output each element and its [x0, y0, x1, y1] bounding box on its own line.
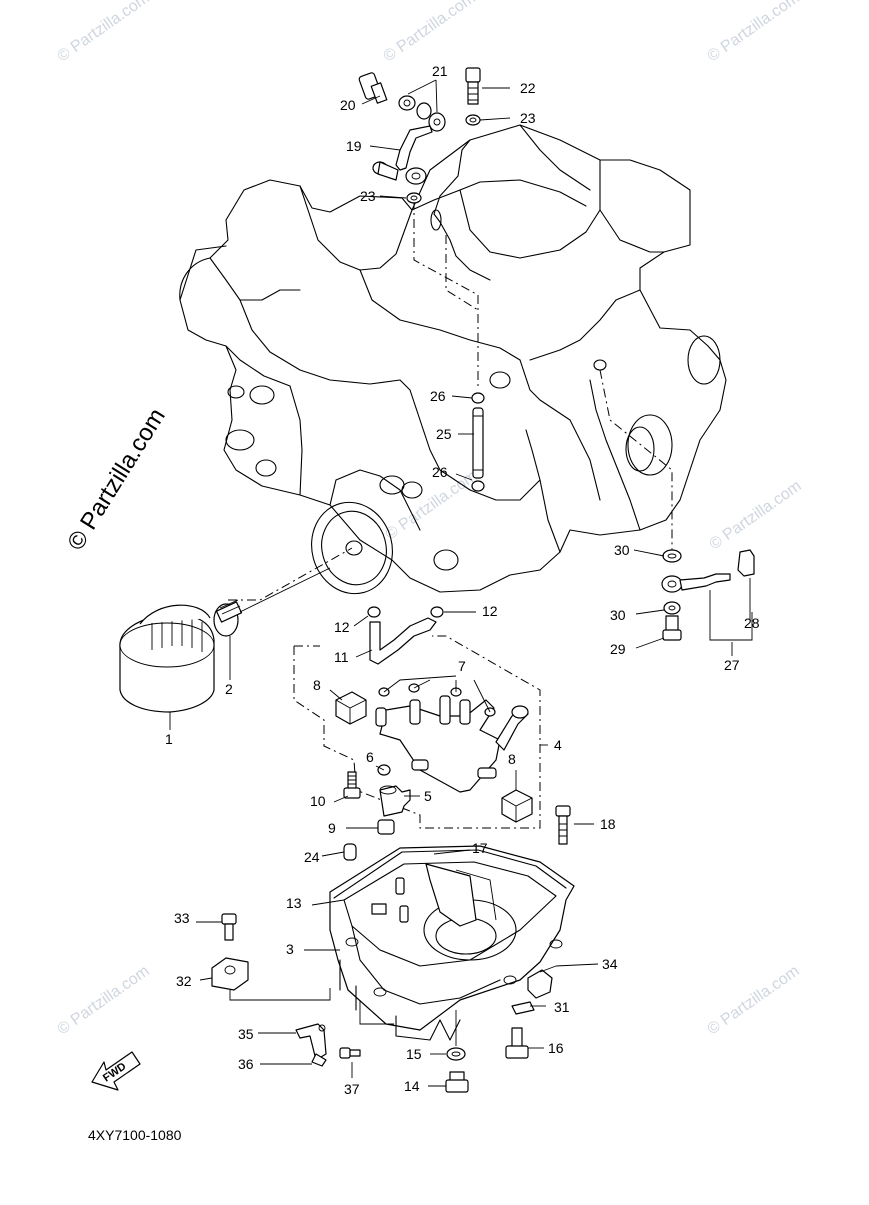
callout-8b: 8: [508, 751, 516, 767]
callout-37: 37: [344, 1081, 360, 1097]
diagram-code: 4XY7100-1080: [88, 1127, 182, 1143]
callout-15: 15: [406, 1046, 422, 1062]
bolt-10: [347, 771, 357, 791]
callout-9: 9: [328, 820, 336, 836]
pipe-5: [379, 785, 411, 817]
oil-pipe-11-group: [367, 606, 444, 665]
callout-25: 25: [436, 426, 452, 442]
o-ring-26b: [471, 480, 485, 492]
callout-16: 16: [548, 1040, 564, 1056]
callout-5: 5: [424, 788, 432, 804]
callout-17: 17: [472, 840, 488, 856]
watermark: © Partzilla.com: [707, 478, 805, 554]
callout-33: 33: [174, 910, 190, 926]
gasket-23b: [406, 192, 422, 204]
fwd-arrow: FWD: [91, 1051, 141, 1091]
gasket-30b: [663, 601, 681, 615]
callout-26b: 26: [432, 464, 448, 480]
callouts: 1 2 3 4 5 6 7 8 8 9 10 11 12 12 13 14 15…: [165, 63, 760, 1097]
watermark: © Partzilla.com: [381, 0, 479, 65]
assembly-leaders: [228, 200, 673, 601]
callout-29: 29: [610, 641, 626, 657]
callout-23b: 23: [360, 188, 376, 204]
watermark: © Partzilla.com: [55, 0, 153, 65]
oil-strainer-assembly-4: [293, 635, 548, 829]
callout-13: 13: [286, 895, 302, 911]
callout-21: 21: [432, 63, 448, 79]
oil-pipe-25-group: [471, 392, 485, 492]
callout-8a: 8: [313, 677, 321, 693]
callout-14: 14: [404, 1078, 420, 1094]
oil-pan-3: [329, 845, 575, 1041]
sender-group: [661, 549, 755, 641]
callout-30a: 30: [614, 542, 630, 558]
pipe-25: [472, 407, 484, 479]
callout-27: 27: [724, 657, 740, 673]
callout-6: 6: [366, 749, 374, 765]
copyright-label: © Partzilla.com: [62, 404, 171, 555]
bolt-16: [505, 1027, 529, 1059]
oil-pipe-11: [369, 617, 437, 665]
callout-1: 1: [165, 731, 173, 747]
callout-23a: 23: [520, 110, 536, 126]
callout-20: 20: [340, 97, 356, 113]
callout-10: 10: [310, 793, 326, 809]
engine-crankcase: [179, 124, 727, 595]
gasket-23a: [465, 114, 481, 126]
callout-32: 32: [176, 973, 192, 989]
callout-26a: 26: [430, 388, 446, 404]
drain-bolt-14: [445, 1071, 469, 1093]
callout-30b: 30: [610, 607, 626, 623]
gasket-15: [446, 1047, 466, 1061]
o-ring-12b: [430, 606, 444, 618]
callout-24: 24: [304, 849, 320, 865]
baffle-17: [425, 863, 477, 927]
cap-28: [737, 549, 755, 577]
gasket-21b: [416, 102, 432, 120]
bracket-35-36: [295, 1023, 327, 1067]
oil-pipe-19: [395, 125, 433, 171]
union-bolt-22: [465, 67, 481, 83]
bolt-33: [221, 913, 237, 941]
callout-3: 3: [286, 941, 294, 957]
grommet-9: [377, 819, 395, 835]
callout-22: 22: [520, 80, 536, 96]
callout-7: 7: [458, 658, 466, 674]
callout-34: 34: [602, 956, 618, 972]
bolt-18: [555, 805, 571, 845]
watermark: © Partzilla.com: [705, 963, 803, 1039]
callout-12b: 12: [482, 603, 498, 619]
damper-24: [343, 843, 357, 861]
gasket-30a: [662, 549, 682, 563]
screw-37: [339, 1047, 361, 1059]
bracket-31: [511, 1001, 535, 1015]
sensor-lead-27: [661, 575, 683, 593]
callout-11: 11: [334, 649, 349, 665]
callout-36: 36: [238, 1056, 254, 1072]
leader-lines: [169, 79, 751, 1087]
sensor-34: [527, 965, 557, 999]
callout-12a: 12: [334, 619, 350, 635]
oil-filter-group: [119, 567, 331, 713]
oil-delivery-pipe-group: [358, 67, 481, 204]
callout-28: 28: [744, 615, 760, 631]
callout-4: 4: [554, 737, 562, 753]
callout-19: 19: [346, 138, 362, 154]
watermark: © Partzilla.com: [55, 963, 153, 1039]
banjo-fitting: [428, 112, 446, 132]
gasket-21a: [398, 95, 416, 111]
o-ring-12a: [367, 606, 381, 618]
callout-18: 18: [600, 816, 616, 832]
callout-2: 2: [225, 681, 233, 697]
callout-31: 31: [554, 999, 570, 1015]
o-ring-26a: [471, 392, 485, 404]
watermark: © Partzilla.com: [705, 0, 803, 65]
callout-35: 35: [238, 1026, 254, 1042]
